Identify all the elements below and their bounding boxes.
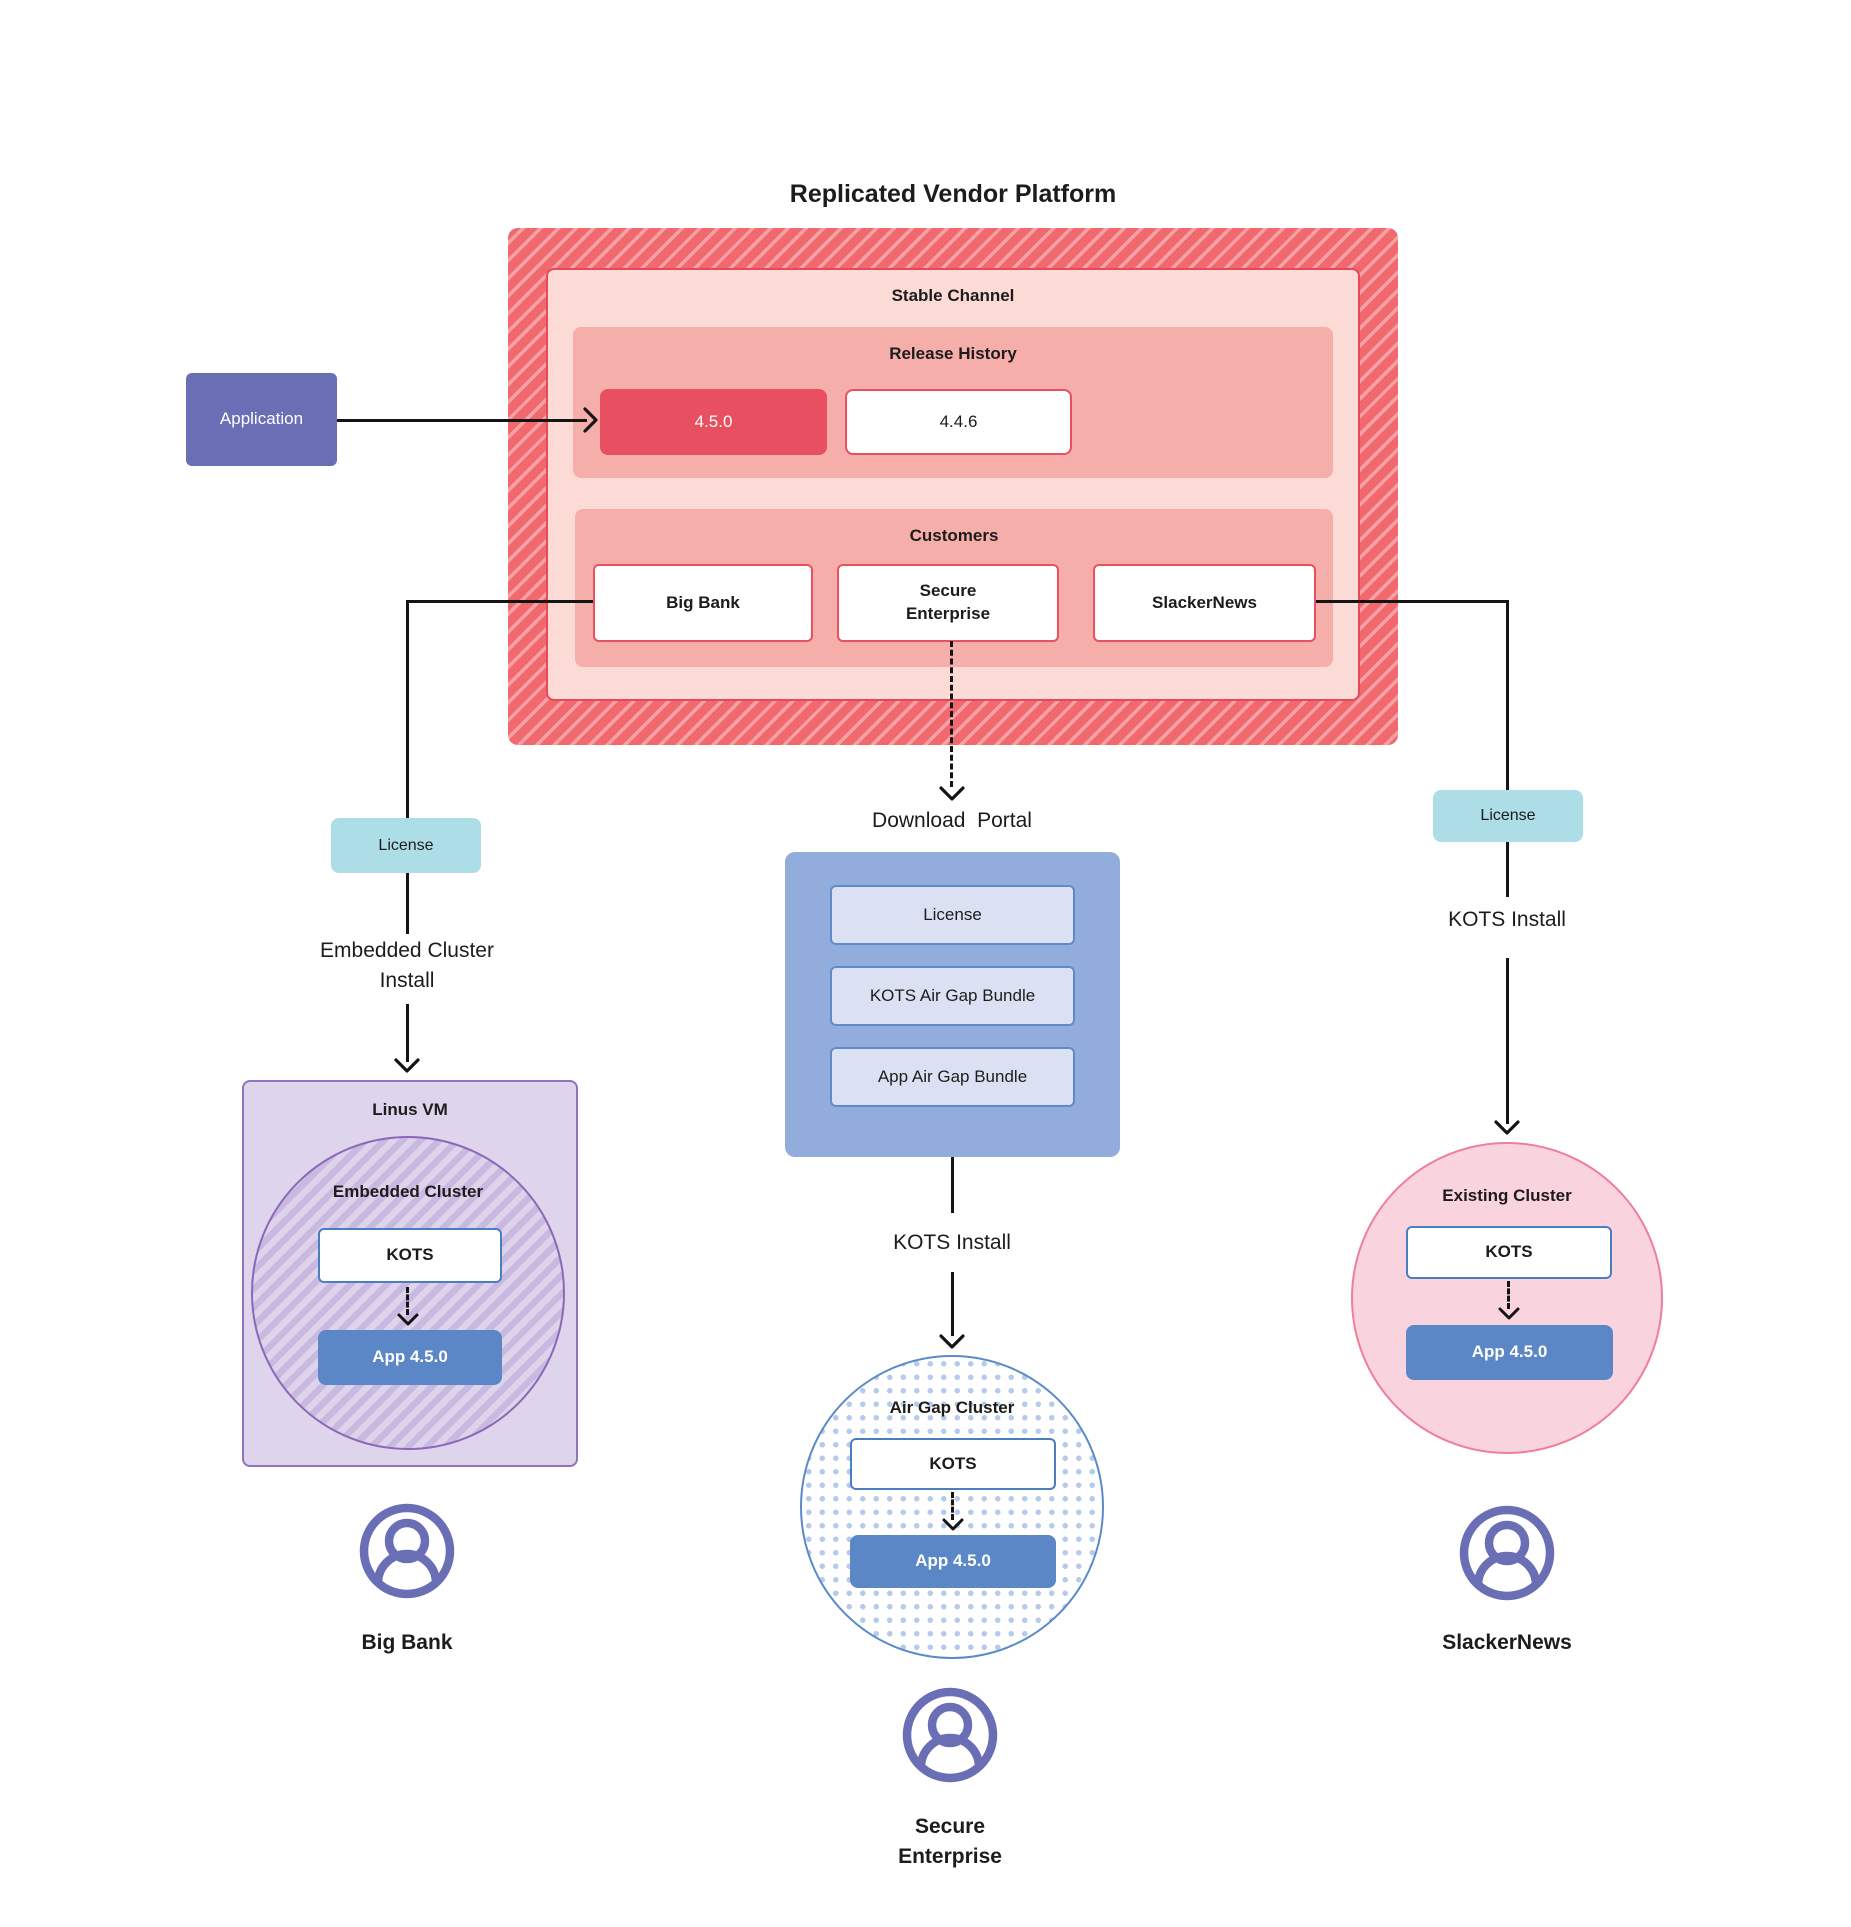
portal-item-app-bundle: App Air Gap Bundle (830, 1047, 1075, 1107)
connector-bigbank-down-to-license (406, 600, 409, 818)
connector-kots-to-app-airgap (951, 1492, 954, 1520)
app-box-existing: App 4.5.0 (1406, 1325, 1613, 1380)
arrowhead-down-portal (939, 786, 965, 801)
customers-label: Customers (909, 526, 999, 545)
kots-box-existing: KOTS (1406, 1226, 1612, 1279)
portal-item-kots-bundle: KOTS Air Gap Bundle (830, 966, 1075, 1026)
arrowhead-kots-app-embedded (397, 1313, 419, 1326)
connector-install-to-vm (406, 1004, 409, 1062)
connector-kots-to-app-existing (1507, 1281, 1510, 1309)
user-icon-slackernews (1459, 1505, 1555, 1601)
download-portal-label: Download Portal (872, 809, 1032, 832)
customer-slackernews-box: SlackerNews (1093, 564, 1316, 642)
license-chip-left: License (331, 818, 481, 873)
kots-box-airgap: KOTS (850, 1438, 1056, 1490)
connector-license-to-install-label (406, 872, 409, 934)
connector-slackernews-horizontal (1316, 600, 1508, 603)
embedded-cluster-install-label: Embedded Cluster Install (320, 939, 494, 993)
app-box-embedded: App 4.5.0 (318, 1330, 502, 1385)
portal-item-license: License (830, 885, 1075, 945)
arrowhead-down-existing-cluster (1494, 1120, 1520, 1135)
arrowhead-down-airgap (939, 1334, 965, 1349)
arrowhead-down-vm (394, 1058, 420, 1073)
kots-install-label-center: KOTS Install (893, 1231, 1011, 1254)
application-box: Application (186, 373, 337, 466)
user-label-secure-enterprise: Secure Enterprise (898, 1815, 1002, 1869)
release-box-current: 4.5.0 (600, 389, 827, 455)
connector-application-to-release (337, 419, 587, 422)
customer-big-bank-box: Big Bank (593, 564, 813, 642)
license-chip-right: License (1433, 790, 1583, 842)
arrowhead-kots-app-existing (1498, 1307, 1520, 1320)
user-label-slackernews: SlackerNews (1442, 1631, 1572, 1654)
connector-slackernews-down-to-license (1506, 600, 1509, 792)
air-gap-cluster-label: Air Gap Cluster (889, 1398, 1015, 1417)
release-history-label: Release History (889, 344, 1017, 363)
existing-cluster-label: Existing Cluster (1442, 1186, 1572, 1205)
release-box-previous: 4.4.6 (845, 389, 1072, 455)
connector-kots-install-to-existing-cluster (1506, 958, 1509, 1124)
embedded-cluster-label: Embedded Cluster (332, 1182, 484, 1201)
user-icon-big-bank (359, 1503, 455, 1599)
linux-vm-label: Linus VM (372, 1100, 448, 1119)
user-label-big-bank: Big Bank (361, 1631, 453, 1654)
connector-bigbank-horizontal (407, 600, 593, 603)
diagram-title: Replicated Vendor Platform (789, 180, 1117, 208)
app-box-airgap: App 4.5.0 (850, 1535, 1056, 1588)
connector-portal-to-kots-install (951, 1157, 954, 1213)
arrowhead-right-application (583, 407, 598, 433)
user-icon-secure-enterprise (902, 1687, 998, 1783)
customer-secure-enterprise-box: Secure Enterprise (837, 564, 1059, 642)
kots-box-embedded: KOTS (318, 1228, 502, 1283)
stable-channel-label: Stable Channel (891, 286, 1015, 305)
arrowhead-kots-app-airgap (942, 1518, 964, 1531)
kots-install-label-right: KOTS Install (1448, 908, 1566, 931)
connector-license-to-kots-install-label (1506, 841, 1509, 897)
connector-kots-to-app-embedded (406, 1287, 409, 1315)
connector-kots-install-to-airgap (951, 1272, 954, 1336)
connector-secure-to-portal-dashed (950, 641, 953, 787)
embedded-cluster-circle (251, 1136, 565, 1450)
